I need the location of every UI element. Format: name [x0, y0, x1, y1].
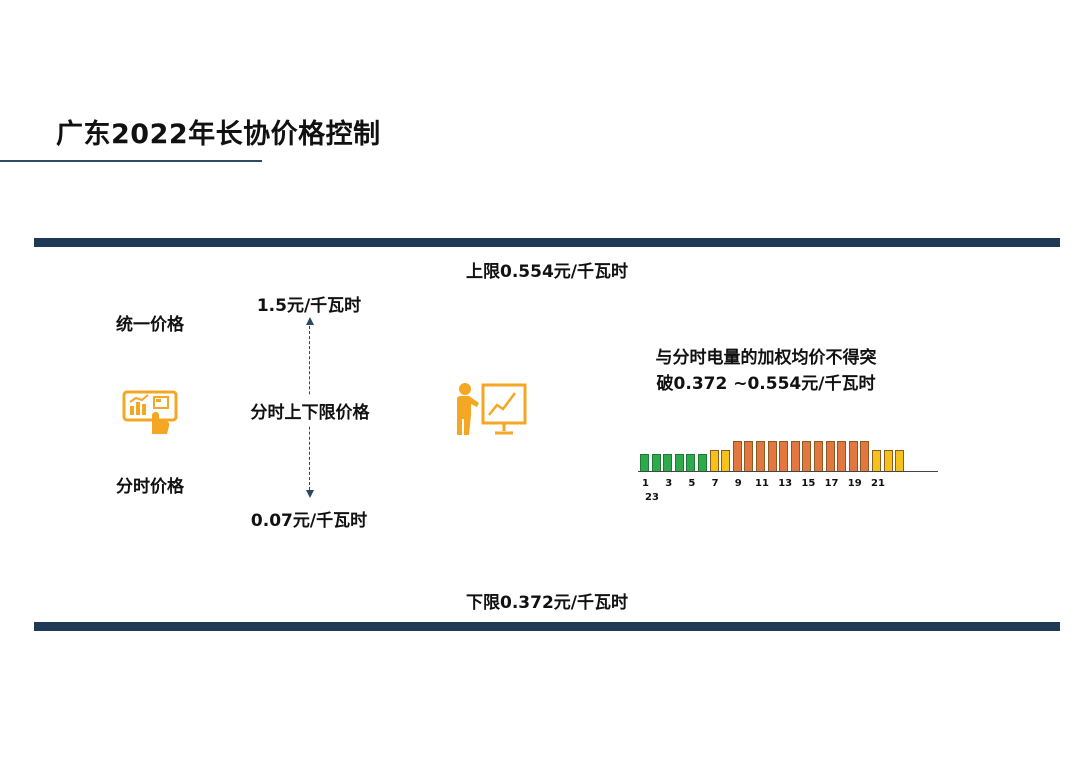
unified-price-label: 统一价格 [116, 315, 184, 335]
chart-bar-hour-1 [640, 454, 649, 472]
chart-tick-label: 23 [645, 492, 659, 503]
title-underline [0, 160, 262, 162]
chart-bar-hour-21 [872, 450, 881, 472]
range-upper-label: 1.5元/千瓦时 [256, 296, 362, 316]
chart-bar-hour-11 [756, 441, 765, 472]
chart-bar-hour-5 [686, 454, 696, 472]
page-title: 广东2022年长协价格控制 [56, 119, 381, 150]
chart-bar-hour-9 [732, 441, 742, 472]
range-middle-label: 分时上下限价格 [248, 395, 372, 426]
chart-tick-label: 3 [665, 478, 673, 489]
chart-bar-hour-16 [814, 441, 823, 472]
tablet-touch-chart-icon [122, 390, 178, 436]
chart-tick-label: 1 [642, 478, 649, 489]
chart-bar-hour-4 [674, 454, 684, 472]
chart-bar-hour-13 [779, 441, 789, 472]
chart-tick-label: 5 [688, 478, 696, 489]
chart-bar-hour-7 [709, 450, 719, 472]
chart-tick-label: 17 [824, 478, 839, 489]
chart-tick-label: 21 [871, 478, 885, 489]
range-lower-label: 0.07元/千瓦时 [250, 511, 368, 531]
weighted-average-note: 与分时电量的加权均价不得突 破0.372 ~0.554元/千瓦时 [656, 345, 877, 397]
chart-tick-label: 7 [711, 478, 719, 489]
chart-bar-hour-18 [837, 441, 847, 472]
arrow-up-head [306, 317, 314, 325]
chart-bar-hour-17 [825, 441, 835, 472]
chart-bar-hour-22 [883, 450, 893, 472]
bottom-divider-bar [34, 622, 1060, 631]
chart-bar-hour-19 [848, 441, 858, 472]
tou-price-label: 分时价格 [116, 477, 184, 497]
arrow-down-head [306, 490, 314, 498]
chart-bar-hour-3 [663, 454, 673, 472]
tou-bar-chart [638, 440, 938, 472]
note-line-1: 与分时电量的加权均价不得突 [655, 348, 877, 368]
chart-bar-hour-2 [651, 454, 661, 472]
chart-bar-hour-8 [721, 450, 731, 472]
chart-bar-hour-23 [895, 450, 905, 472]
chart-tick-label: 19 [847, 478, 862, 489]
note-line-2: 破0.372 ~0.554元/千瓦时 [656, 374, 876, 394]
chart-bar-hour-10 [744, 441, 754, 472]
chart-tick-label: 9 [734, 478, 742, 489]
chart-tick-label: 11 [755, 478, 769, 489]
chart-bar-hour-20 [860, 441, 870, 472]
chart-tick-label: 15 [801, 478, 816, 489]
chart-bar-hour-12 [767, 441, 777, 472]
top-divider-bar [34, 238, 1060, 247]
lower-limit-label: 下限0.372元/千瓦时 [466, 593, 628, 613]
chart-bar-hour-14 [790, 441, 800, 472]
chart-baseline [638, 471, 938, 472]
presenter-chart-icon [455, 381, 529, 437]
chart-bar-hour-15 [802, 441, 812, 472]
chart-tick-label: 13 [778, 478, 793, 489]
chart-bar-hour-6 [698, 454, 707, 472]
upper-limit-label: 上限0.554元/千瓦时 [466, 262, 628, 282]
